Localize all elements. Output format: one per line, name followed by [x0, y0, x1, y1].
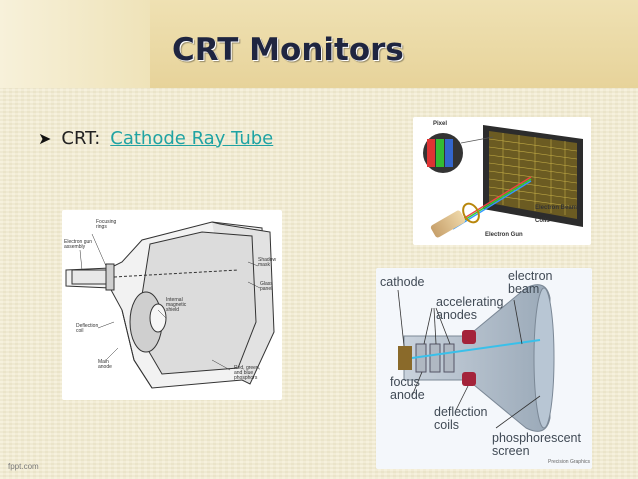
electron-gun-label: Electron Gun [485, 232, 523, 238]
electron-beam-schematic-label: electron beam [508, 270, 552, 295]
cathode-ray-tube-link[interactable]: Cathode Ray Tube [110, 128, 273, 149]
focus-anode-label: focus anode [390, 376, 425, 401]
pixel-label: Pixel [433, 121, 447, 127]
deflection-coils-label: deflection coils [434, 406, 488, 431]
bullet-item: ➤ CRT: Cathode Ray Tube [38, 124, 273, 152]
slide-title: CRT Monitors [172, 32, 432, 68]
header-left-panel [0, 0, 150, 88]
image-credit: Precision Graphics [548, 460, 590, 465]
accelerating-anodes-label: accelerating anodes [436, 296, 503, 321]
focusing-rings-label: Focusing rings [96, 220, 116, 230]
bullet-prefix: CRT: [61, 128, 100, 149]
phosphors-label: Red, green, and blue phosphors [234, 366, 260, 381]
electron-gun-assembly-label: Electron gun assembly [64, 240, 92, 250]
arrow-bullet-icon: ➤ [38, 129, 51, 148]
crt-schematic-diagram: cathode electron beam accelerating anode… [376, 268, 592, 469]
internal-magnetic-shield-label: Internal magnetic shield [166, 298, 186, 313]
footer-brand: fppt.com [8, 462, 39, 471]
electron-beam-label: Electron Beam [535, 205, 577, 211]
coils-label: Coils [535, 218, 550, 224]
color-crt-diagram: Pixel Electron Beam Coils Electron Gun [413, 117, 591, 245]
cathode-label: cathode [380, 276, 424, 289]
glass-panel-label: Glass panel [260, 282, 273, 292]
main-anode-label: Main anode [98, 360, 112, 370]
color-crt-illustration [413, 117, 591, 245]
deflection-coil-label: Deflection coil [76, 324, 98, 334]
shadow-mask-label: Shadow mask [258, 258, 276, 268]
crt-cutaway-diagram: Focusing rings Electron gun assembly Sha… [62, 210, 282, 400]
phosphorescent-screen-label: phosphorescent screen [492, 432, 581, 457]
